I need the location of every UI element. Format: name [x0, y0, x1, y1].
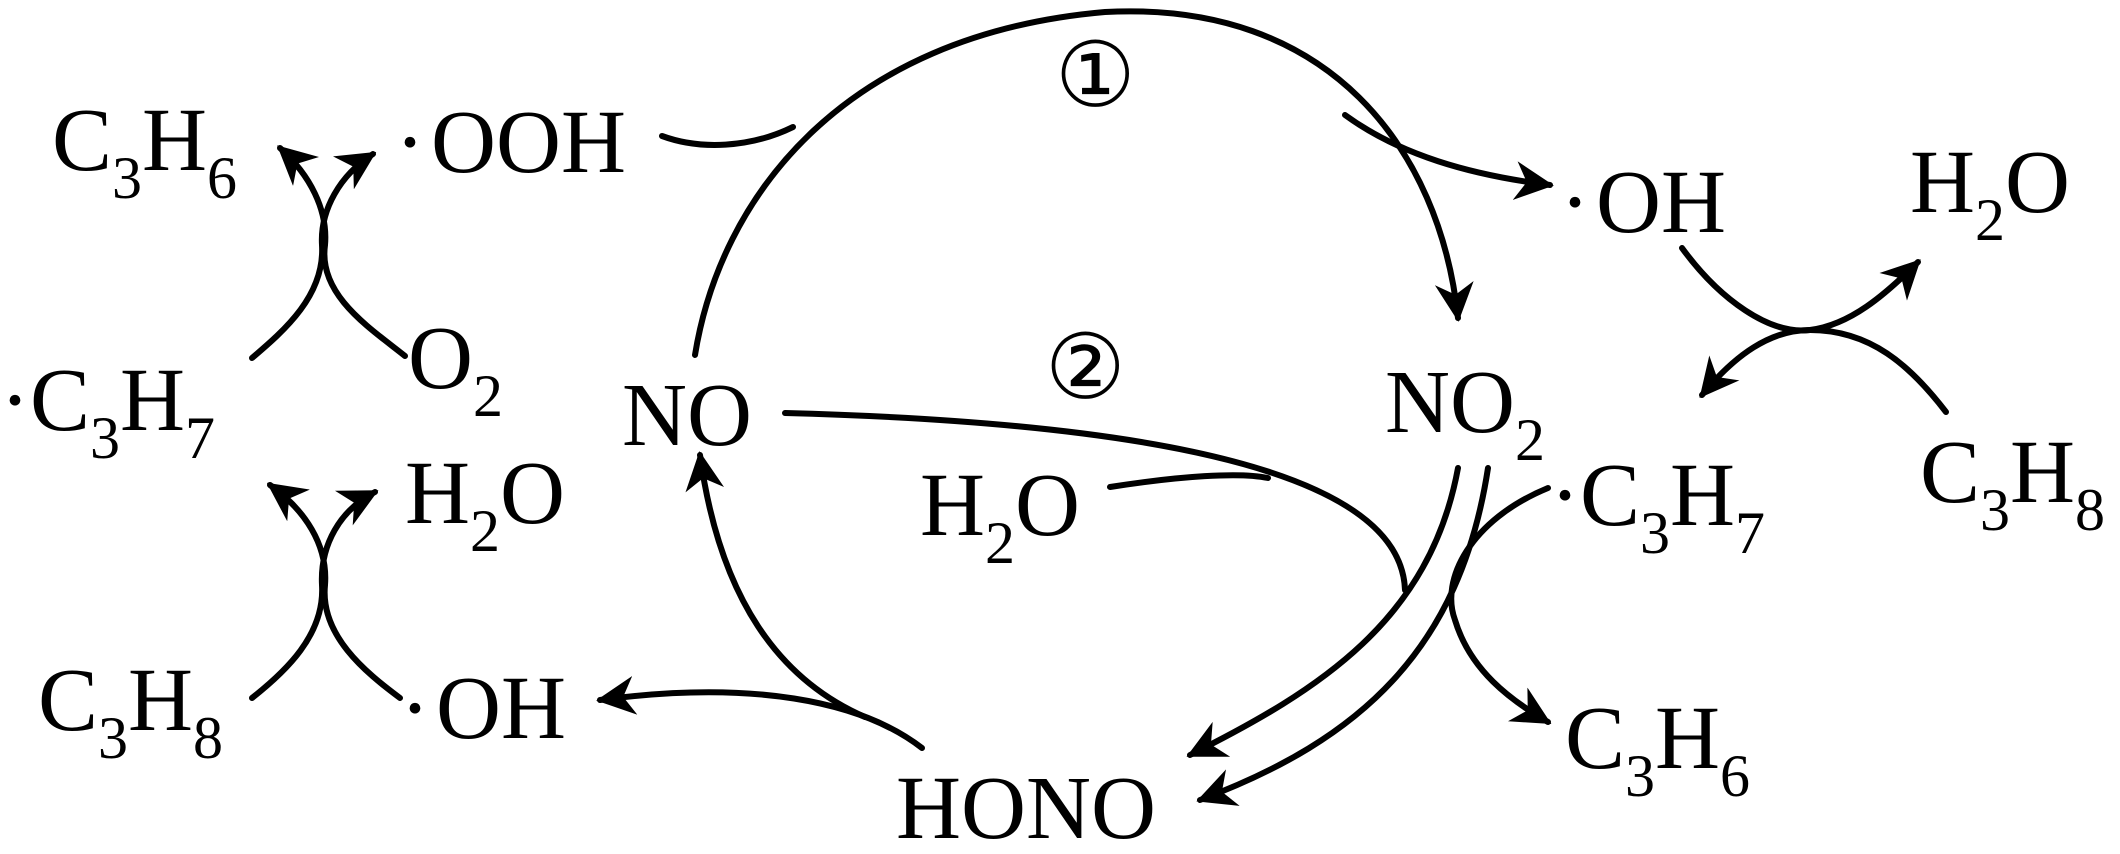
arrow-hono-to-no: [685, 451, 868, 720]
species-no2: NO2: [1385, 353, 1545, 473]
species-c3h7-left: ·C3H7: [0, 351, 215, 471]
species-h2o-left: H2O: [405, 444, 565, 564]
species-o2: O2: [408, 309, 503, 429]
arrow-to-h2o-left: [249, 489, 379, 701]
path2-no-curve: [782, 410, 1408, 593]
h2o-join-curve: [1107, 472, 1271, 490]
species-hono: HONO: [896, 759, 1156, 854]
arrow-to-c3h7-right: [1699, 326, 1949, 415]
arc-no-to-no2-arrow: [692, 8, 1474, 358]
arrow-no2-to-hono-inner: [1186, 465, 1461, 758]
species-h2o-right: H2O: [1910, 133, 2070, 253]
species-c3h7-right: ·C3H7: [1550, 446, 1765, 566]
species-labels: C3H6 ·OOH ·C3H7 O2 H2O C3H8 ·OH NO HONO …: [0, 91, 2105, 854]
arrow-hono-to-oh-left: [596, 676, 925, 751]
species-c3h6-bottom: C3H6: [1565, 689, 1750, 809]
arrow-to-h2o-right: [1679, 245, 1921, 334]
species-c3h8-right: C3H8: [1920, 423, 2105, 543]
arrow-to-c3h6-bottom: [1448, 485, 1552, 725]
arrow-to-ooh: [249, 151, 377, 361]
species-ooh: ·OOH: [395, 93, 626, 192]
cycle-curves: [249, 8, 1949, 806]
pathway-label-1: ①: [1055, 27, 1136, 126]
species-oh-left: ·OH: [400, 659, 566, 758]
species-c3h8-left: C3H8: [38, 651, 223, 771]
species-h2o-center: H2O: [920, 456, 1080, 576]
species-oh-right: ·OH: [1560, 153, 1726, 252]
pathway-markers: ① ②: [1045, 27, 1136, 418]
arrow-to-oh-right: [1342, 112, 1554, 200]
species-c3h6-top: C3H6: [52, 91, 237, 211]
ooh-join-curve: [659, 124, 796, 148]
pathway-label-2: ②: [1045, 319, 1126, 418]
species-no: NO: [622, 366, 752, 465]
